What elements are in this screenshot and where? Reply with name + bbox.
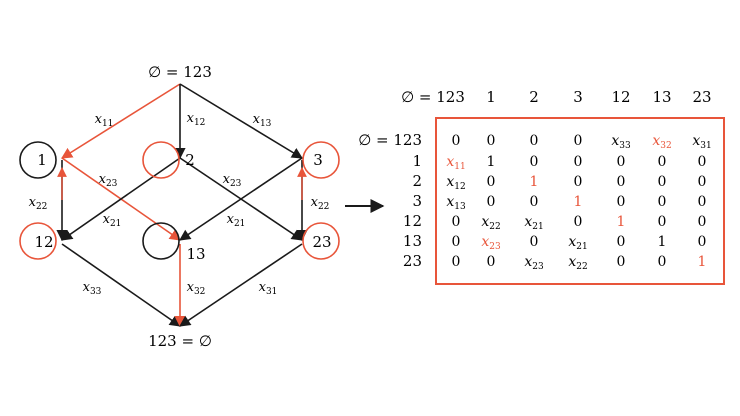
matrix-cells: 0 0 0 0 x33 x32 x31 x11 1 0 0 0 0 0 x12 0 1 0 0 0 0 x13 0 0 1 0 0 0…: [446, 133, 711, 272]
edge-label-2-12: x21: [103, 212, 122, 229]
col-header: 1: [486, 88, 496, 106]
node-bottom: 123 = ∅: [148, 332, 212, 350]
row-header: 3: [412, 192, 422, 210]
loop-2: [142, 141, 180, 179]
matrix-cell: 0: [617, 154, 626, 170]
matrix-cell: 0: [658, 214, 667, 230]
matrix-cell: x22: [481, 214, 500, 232]
edge-label-1-13: x23: [99, 172, 118, 189]
matrix-cell: 0: [617, 174, 626, 190]
matrix-cell: 0: [658, 194, 667, 210]
node-12: 12: [34, 233, 53, 251]
matrix-cell: 0: [698, 234, 707, 250]
matrix-cell: 0: [698, 214, 707, 230]
edge-label-2-23: x23: [223, 172, 242, 189]
loop-13: [142, 222, 180, 260]
node-top: ∅ = 123: [148, 63, 212, 81]
matrix-cell: x22: [568, 254, 587, 272]
matrix-cell: x23: [481, 234, 501, 252]
edge-label-3-13: x21: [227, 212, 246, 229]
node-13: 13: [186, 245, 205, 263]
matrix-cell: x12: [446, 174, 465, 192]
row-header: 23: [403, 252, 422, 270]
matrix-cell: 0: [530, 133, 539, 149]
row-header: 13: [403, 232, 422, 250]
matrix-cell: 0: [452, 133, 461, 149]
matrix-frame: [435, 117, 725, 285]
matrix-cell: 0: [617, 194, 626, 210]
matrix-cell: 0: [658, 254, 667, 270]
matrix-cell: x13: [446, 194, 466, 212]
loop-3: [302, 141, 340, 179]
matrix-cell: 0: [698, 194, 707, 210]
matrix-cell: 1: [617, 214, 626, 230]
matrix-cell: 0: [658, 174, 667, 190]
matrix-cell: x11: [446, 154, 465, 172]
edge-label-top-2: x12: [187, 111, 206, 128]
edge-top-to-3: [179, 83, 303, 159]
edge-label-23-bot: x31: [259, 280, 278, 297]
matrix-cell: 0: [530, 234, 539, 250]
row-header: 1: [412, 152, 422, 170]
matrix-cell: 0: [452, 214, 461, 230]
matrix-cell: x21: [568, 234, 587, 252]
loop-1: [19, 141, 57, 179]
matrix-cell: 0: [698, 154, 707, 170]
edge-label-13-bot: x32: [187, 280, 206, 297]
row-header: 2: [412, 172, 422, 190]
matrix-cell: 0: [617, 254, 626, 270]
matrix-cell: 1: [530, 174, 539, 190]
matrix-cell: 0: [698, 174, 707, 190]
edge-top-to-1: [61, 83, 181, 159]
node-2: 2: [185, 151, 195, 169]
node-23: 23: [312, 233, 331, 251]
loop-23: [302, 222, 340, 260]
col-header: 2: [529, 88, 539, 106]
matrix-cell: 0: [487, 133, 496, 149]
edge-3-to-13: [179, 157, 303, 241]
matrix-cell: 0: [617, 234, 626, 250]
matrix-cell: 1: [487, 154, 496, 170]
edge-23-to-bottom: [179, 243, 303, 327]
matrix-cell: 0: [487, 254, 496, 270]
matrix-cell: x32: [652, 133, 671, 151]
matrix-cell: x33: [611, 133, 631, 151]
matrix-cell: 0: [530, 194, 539, 210]
loop-12: [19, 222, 57, 260]
edge-label-3-23: x22: [311, 195, 330, 212]
matrix-cell: 0: [487, 194, 496, 210]
matrix-cell: 0: [452, 234, 461, 250]
matrix-cell: 0: [574, 174, 583, 190]
edge-2-to-12: [61, 157, 181, 241]
col-header: 12: [611, 88, 630, 106]
edge-label-12-bot: x33: [83, 280, 102, 297]
matrix-cell: 0: [574, 214, 583, 230]
matrix-cell: 0: [530, 154, 539, 170]
col-header: ∅ = 123: [401, 88, 465, 106]
col-header: 3: [573, 88, 583, 106]
node-1: 1: [37, 151, 47, 169]
row-header: ∅ = 123: [358, 131, 422, 149]
col-header: 23: [692, 88, 711, 106]
matrix-cell: x23: [524, 254, 544, 272]
matrix-cell: 0: [452, 254, 461, 270]
edge-label-top-3: x13: [253, 112, 272, 129]
edge-label-top-1: x11: [95, 112, 114, 129]
matrix-cell: 0: [574, 154, 583, 170]
matrix-cell: 0: [658, 154, 667, 170]
matrix-cell: x31: [692, 133, 711, 151]
matrix-cell: x21: [524, 214, 543, 232]
edge-label-1-12: x22: [29, 195, 48, 212]
row-header: 12: [403, 212, 422, 230]
matrix-cell: 0: [487, 174, 496, 190]
matrix-cell: 0: [574, 133, 583, 149]
matrix-cell: 1: [574, 194, 583, 210]
matrix-cell: 1: [698, 254, 707, 270]
node-3: 3: [313, 151, 323, 169]
matrix-cell: 1: [658, 234, 667, 250]
edge-12-to-bottom: [61, 243, 181, 327]
col-header: 13: [652, 88, 671, 106]
